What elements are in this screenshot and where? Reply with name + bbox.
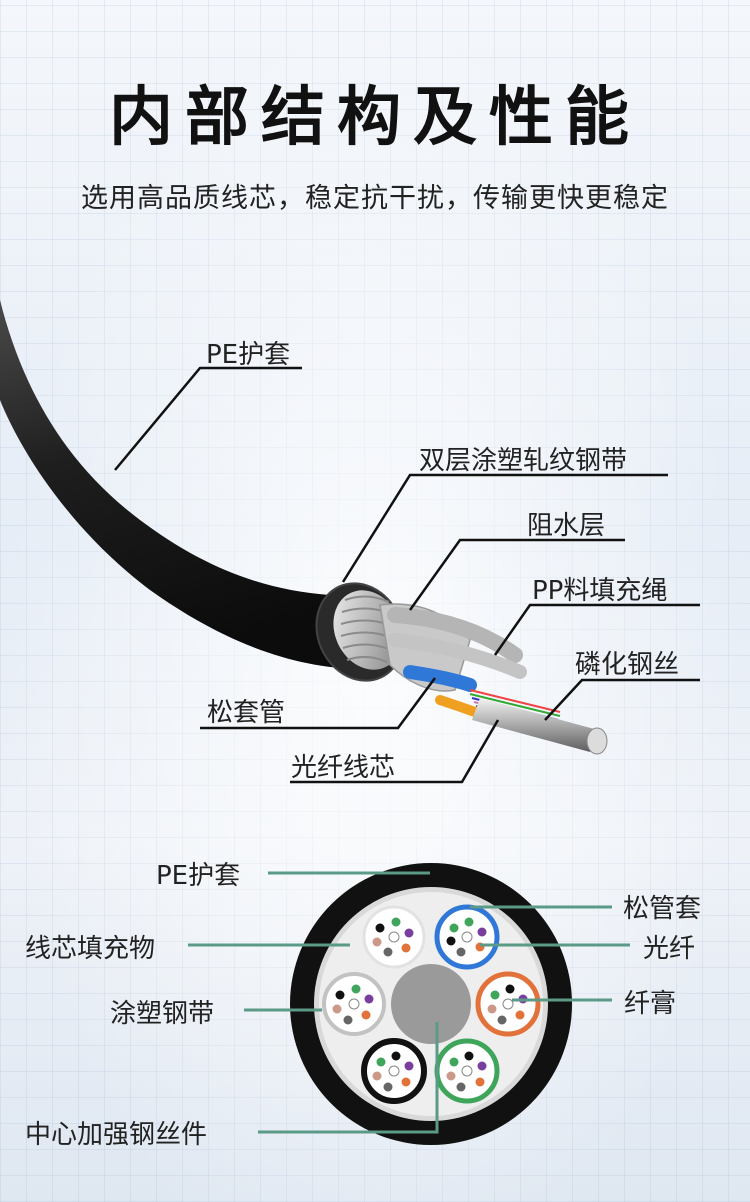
tube-blue (434, 904, 500, 970)
label-cs-loose-tube: 松管套 (623, 894, 702, 924)
tube-white (362, 905, 426, 969)
loose-tube-blue (403, 665, 477, 692)
lower-leader-lines (188, 871, 630, 1134)
rod-end (586, 727, 608, 755)
label-cs-pe-jacket: PE护套 (156, 861, 241, 891)
label-cs-core-filler: 线芯填充物 (25, 934, 156, 964)
center-member (391, 964, 471, 1044)
tube-orange (475, 971, 541, 1037)
page-title: 内部结构及性能 (109, 81, 641, 155)
label-pe-jacket: PE护套 (206, 340, 291, 370)
phosphated-steel-rod (472, 698, 598, 752)
label-cs-fiber-gel: 纤膏 (624, 989, 677, 1019)
label-cs-coated-tape: 涂塑钢带 (110, 999, 215, 1029)
pp-filler-rope (387, 607, 523, 663)
label-steel-tape: 双层涂塑轧纹钢带 (419, 446, 628, 476)
label-pp-filler: PP料填充绳 (532, 576, 668, 606)
label-cs-center-member: 中心加强钢丝件 (25, 1120, 208, 1150)
tube-black (361, 1038, 427, 1104)
label-water-block: 阻水层 (527, 511, 606, 541)
label-cs-fiber: 光纤 (643, 934, 696, 964)
label-phosphated-wire: 磷化钢丝 (575, 650, 680, 680)
page-subtitle: 选用高品质线芯，稳定抗干扰，传输更快更稳定 (81, 183, 669, 214)
label-loose-tube: 松套管 (207, 698, 286, 728)
tube-green (434, 1038, 500, 1104)
upper-leader-lines (114, 366, 700, 784)
tube-gray (322, 972, 386, 1036)
label-fiber-core: 光纤线芯 (291, 753, 396, 783)
